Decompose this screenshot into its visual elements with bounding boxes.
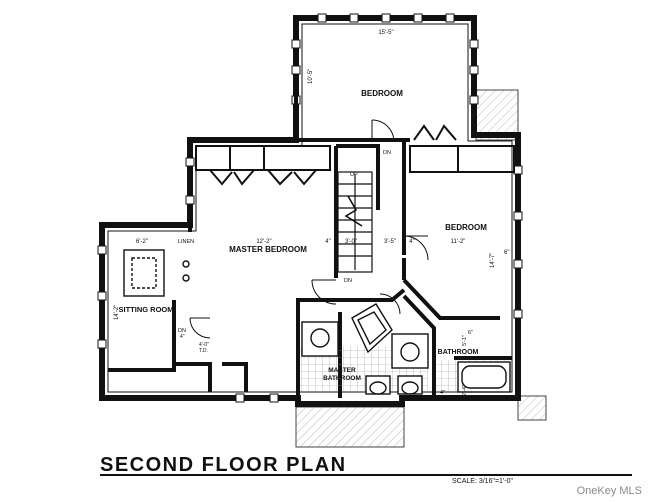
dim-top-bedroom-width: 15'-5" [378, 30, 393, 36]
td-label: T.D. [199, 348, 208, 354]
dim-hall-2: 3'-5" [384, 239, 396, 245]
exterior-walls [99, 15, 521, 407]
room-label-bedroom-top: BEDROOM [361, 89, 403, 98]
dim-bath-4: 4" [440, 390, 445, 396]
deck-top-right [475, 89, 519, 141]
stair-dn-label-2: DN [344, 278, 352, 284]
dim-sitting-depth: 14'-2" [114, 305, 120, 320]
room-label-master-bathroom-line1: MASTER [328, 367, 356, 374]
dim-master-width: 12'-2" [256, 239, 271, 245]
dim-td-4: 4" [180, 334, 185, 340]
dim-bath-2: 2'-4" [462, 385, 468, 396]
dim-hall-1: 3'-0" [345, 239, 357, 245]
closet-master [195, 145, 331, 186]
dim-bath-1: 5'-1" [462, 335, 468, 346]
dim-right-bedroom-depth: 14'-7" [490, 253, 496, 268]
stair-up-label: UP [350, 172, 358, 178]
dim-right-6: 6" [504, 250, 509, 256]
title-underline [100, 474, 632, 476]
door-swings [189, 119, 429, 339]
plan-title: SECOND FLOOR PLAN [100, 454, 347, 476]
room-label-master-bathroom-line2: BATHROOM [323, 375, 361, 382]
dn-label-3: DN [178, 328, 186, 334]
dim-top-bedroom-depth: 10'-5" [308, 69, 314, 84]
fixtures [123, 249, 511, 395]
dim-right-bedroom-width: 11'-2" [451, 239, 466, 245]
dim-sitting-width: 6'-2" [136, 239, 148, 245]
dim-td: 4'-0" [199, 342, 209, 348]
room-label-master-bedroom: MASTER BEDROOM [229, 245, 307, 254]
dim-hall-4a: 4" [325, 239, 330, 245]
room-label-bedroom-right: BEDROOM [445, 223, 487, 232]
stair-dn-label: DN [383, 150, 391, 156]
room-label-sitting-room: SITTING ROOM [119, 305, 174, 314]
staircase [337, 171, 373, 273]
dim-bath-3: 6" [468, 330, 473, 336]
closet-right [409, 124, 515, 173]
scale-label: SCALE: 3/16"=1'-0" [452, 478, 513, 485]
watermark: OneKey MLS [576, 485, 642, 497]
dim-hall-4b: 4" [409, 239, 414, 245]
room-label-bathroom: BATHROOM [438, 349, 479, 356]
deck-bottom [295, 406, 405, 448]
deck-bottom-right [517, 395, 547, 421]
linen-label: LINEN [178, 239, 194, 245]
